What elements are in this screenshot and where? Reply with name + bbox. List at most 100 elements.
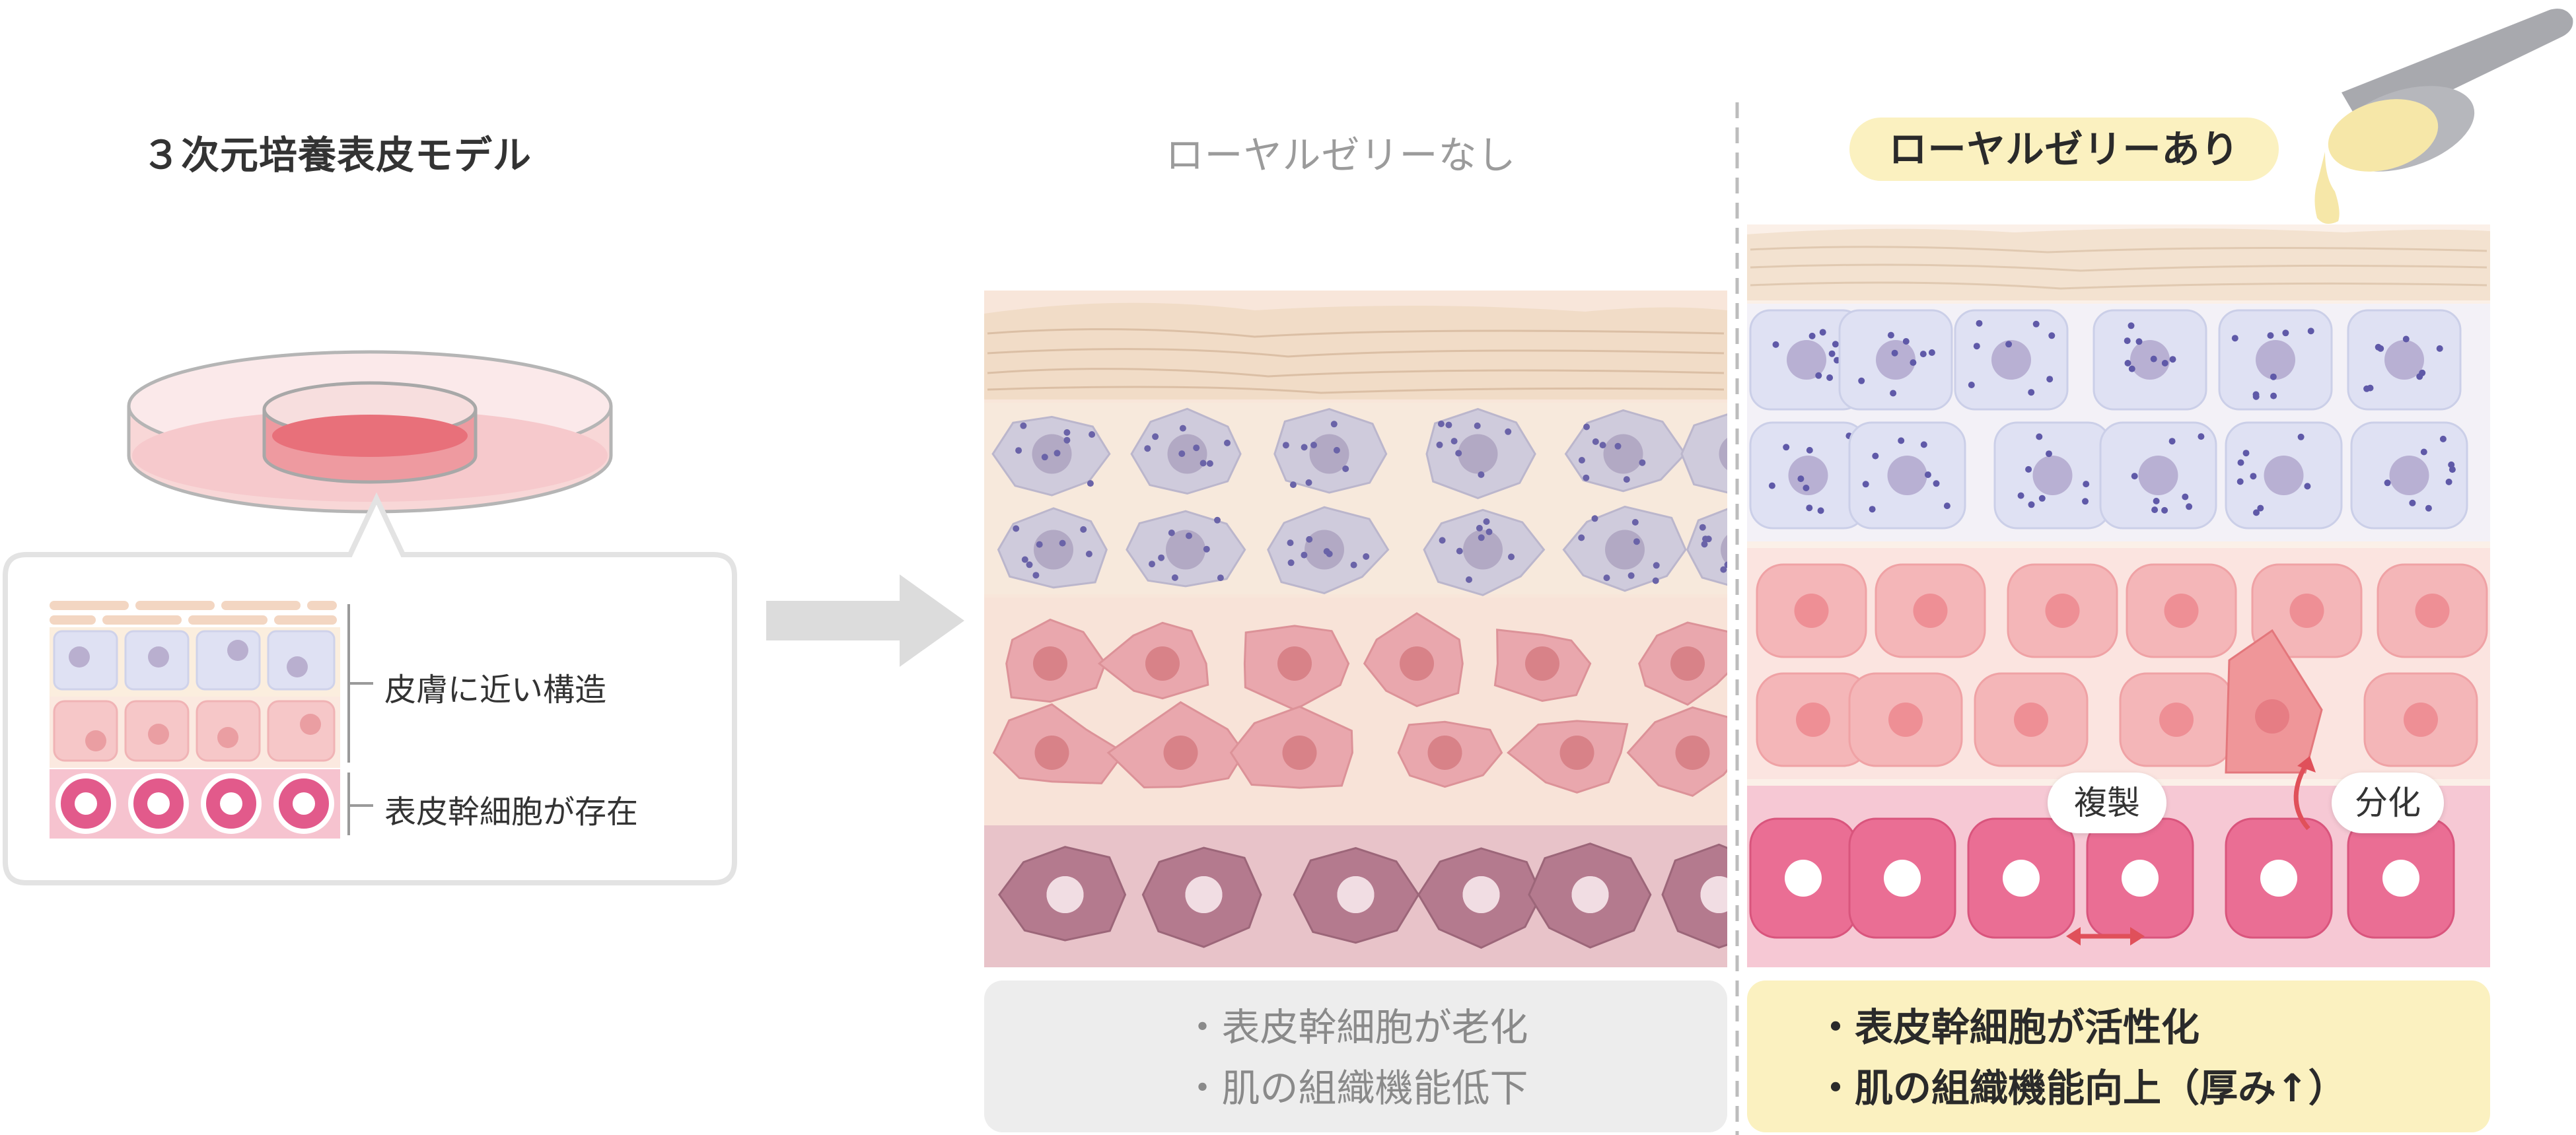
cell-nucleus [1603,434,1643,474]
cell-nucleus [1458,434,1498,474]
granule [1455,450,1462,457]
granule [1287,539,1294,547]
without-royal-jelly-title: ローヤルゼリーなし [1165,133,1517,178]
cell-nucleus [1282,736,1317,770]
granule [1483,518,1490,525]
stem-cell-label: 表皮幹細胞が存在 [384,794,639,831]
cell-nucleus [2003,860,2040,897]
cell-nucleus-light [1571,876,1609,913]
granule [1639,459,1646,466]
granule [1815,372,1822,379]
granule [1583,423,1590,430]
granule [1306,535,1313,543]
cell-nucleus [1166,530,1205,570]
cell-nucleus [2014,703,2048,737]
granule [2304,483,2311,490]
granule [1450,438,1458,445]
granule [1476,524,1483,532]
granule [2135,338,2143,345]
arrow-right-icon [766,574,964,667]
cell-nucleus [2256,340,2295,380]
granule [1032,572,1040,579]
granule [2168,438,2176,445]
cell-nucleus [1427,736,1462,770]
cell-nucleus [2404,703,2438,737]
model-title: ３次元培養表皮モデル [141,133,532,178]
granule [1623,476,1630,483]
granule [1806,446,1813,454]
granule [1973,343,1980,350]
granule [2367,384,2374,392]
granule [2384,479,2391,487]
cell-nucleus [2389,456,2429,495]
cell-nucleus [1876,340,1915,380]
granule [1089,431,1096,438]
granule [1333,446,1340,454]
granule [1701,541,1708,548]
granule [1199,460,1207,467]
granule [1890,390,1897,397]
granule [2153,497,2160,504]
cell-nucleus [1888,703,1923,737]
granule [1305,479,1312,486]
cell-nucleus [2122,860,2159,897]
granule [1041,454,1048,461]
granule [2036,433,2043,440]
cell-nucleus [2164,594,2199,628]
granule [1059,539,1066,547]
granule [1578,534,1585,541]
granule [1919,351,1927,358]
granule [1591,515,1598,522]
granule [1806,504,1813,512]
granule [2169,356,2176,363]
granule [1603,574,1610,582]
granule [2048,332,2056,339]
granule [2083,481,2090,488]
granule [2436,345,2443,352]
granule [1020,422,1027,429]
granule [2425,504,2432,512]
cell-nucleus [1309,434,1349,474]
granule [1920,441,1927,448]
active-skin-section [1747,224,2490,967]
cell-nucleus [1721,535,1727,565]
granule [1021,556,1028,563]
granule [1720,566,1727,573]
granule [2375,343,2382,351]
granule [1628,572,1635,579]
double-arrow-icon [2066,927,2145,946]
model-callout [3,492,737,885]
without-result-2: ・肌の組織機能低下 [1183,1066,1528,1111]
granule [1734,547,1740,554]
granule [1437,421,1445,427]
cell-nucleus [2032,456,2073,495]
cell-nucleus [1033,646,1067,681]
granule [1085,551,1092,557]
cell-nucleus [1794,594,1829,628]
granule [2282,329,2289,337]
cell-nucleus [2138,456,2178,495]
granule [1910,359,1917,366]
granule [2082,498,2089,505]
granule [2150,355,2157,362]
granule [1902,338,1910,345]
granule [2231,335,2238,342]
granule [1872,452,1879,460]
granule [2186,503,2193,510]
granule [1924,471,1931,478]
granule [1474,422,1481,429]
granule [2182,493,2189,500]
cell-nucleus-light [1462,876,1500,913]
granule [1724,561,1727,568]
granule [2046,450,2052,458]
granule [2237,459,2244,466]
cell [1686,508,1727,586]
granule [1439,537,1446,544]
granule [1015,447,1022,454]
granule [2038,495,2046,502]
granule [1171,574,1178,581]
cell-nucleus [1525,646,1559,681]
granule [1592,438,1599,445]
with-result-1: ・表皮幹細胞が活性化 [1816,1005,2200,1050]
